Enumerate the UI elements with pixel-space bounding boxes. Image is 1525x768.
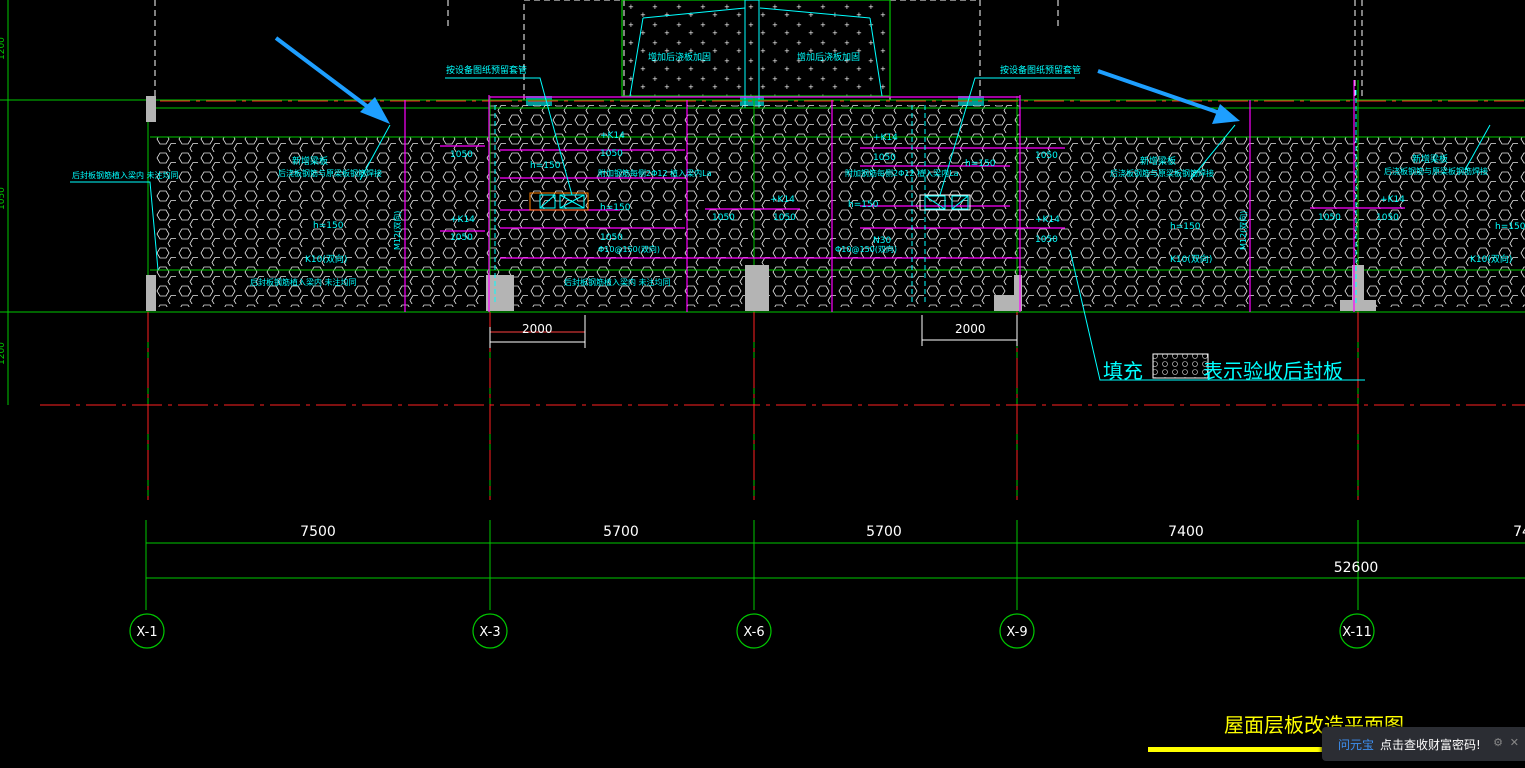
- axis-label-1: X-1: [136, 625, 157, 640]
- label-k14-c: +K14: [770, 195, 795, 205]
- label-k14-d: +K14: [873, 133, 898, 143]
- dimension-lines: [145, 315, 1525, 610]
- note-top-right-pipe: 按设备图纸预留套管: [1000, 64, 1081, 76]
- label-h150-c4: h=150: [965, 159, 996, 169]
- openings: [529, 192, 971, 211]
- legend-text-fill: 填充: [1103, 359, 1143, 383]
- notification-banner[interactable]: 问元宝 点击查收财富密码! ⚙ ✕: [1322, 727, 1525, 761]
- note-right-bar: 新增梁板: [1140, 155, 1176, 167]
- left-margin-label-3: 1200: [0, 342, 7, 365]
- red-axis-lines: [40, 100, 1525, 500]
- notification-message[interactable]: 点击查收财富密码!: [1380, 737, 1481, 752]
- note-bottom-center: 后封板钢筋植入梁内 未注均同: [564, 277, 671, 287]
- label-k10-left: K10(双向): [305, 253, 347, 265]
- label-1050-a: 1050: [450, 150, 473, 160]
- note-top-center-right: 增加后浇板加固: [797, 51, 860, 63]
- annotation-arrows: [274, 36, 1240, 124]
- label-1050-h: 1050: [1035, 151, 1058, 161]
- note-right-bar2: 后浇板钢筋与原梁板钢筋焊接: [1110, 168, 1214, 178]
- label-1050-k: 1050: [1376, 213, 1399, 223]
- label-k10-right: K10(双向): [1170, 253, 1212, 265]
- axis-label-4: X-9: [1006, 625, 1027, 640]
- label-1050-i: 1050: [1035, 235, 1058, 245]
- bay-dim-4: 7400: [1168, 524, 1204, 540]
- label-1050-d: 1050: [600, 233, 623, 243]
- label-k14-e: +K14: [1035, 215, 1060, 225]
- note-top-center-left: 增加后浇板加固: [648, 51, 711, 63]
- note-left-bar2: 后浇板钢筋与原梁板钢筋焊接: [278, 168, 382, 178]
- columns: [146, 96, 1376, 311]
- label-h150-left: h=150: [313, 221, 344, 231]
- label-1050-b: 1050: [450, 233, 473, 243]
- note-far-right: 新增梁板: [1412, 153, 1448, 165]
- slab-hatch-regions: [155, 105, 1525, 307]
- label-m12-right: M12(双向): [1238, 211, 1248, 250]
- total-dim: 52600: [1334, 560, 1379, 576]
- label-1050-j: 1050: [1318, 213, 1341, 223]
- label-h150-c1: h=150: [530, 161, 561, 171]
- label-k14-f: +K14: [1380, 195, 1405, 205]
- bay-dim-3: 5700: [866, 524, 902, 540]
- close-icon[interactable]: ✕: [1509, 736, 1519, 749]
- note-left-bar: 新增梁板: [292, 155, 328, 167]
- label-phi10-a: Φ10@150(双向): [598, 244, 660, 254]
- legend-hatch-swatch: [1152, 353, 1209, 379]
- notification-brand[interactable]: 问元宝: [1338, 737, 1375, 752]
- label-1050-e: 1050: [712, 213, 735, 223]
- bay-dim-1: 7500: [300, 524, 336, 540]
- axis-label-5: X-11: [1342, 625, 1372, 640]
- note-bottom-left: 后封板钢筋植入梁内 未注均同: [250, 277, 357, 287]
- axis-label-3: X-6: [743, 625, 764, 640]
- note-left: 后封板钢筋植入梁内 未注均同: [72, 170, 179, 180]
- label-1050-f: 1050: [773, 213, 796, 223]
- top-structures: [154, 0, 1363, 109]
- note-top-left-pipe: 按设备图纸预留套管: [446, 64, 527, 76]
- bay-dim-5: 74: [1513, 524, 1525, 540]
- left-margin-label-1: 1200: [0, 37, 7, 60]
- dim-2000-right: 2000: [955, 322, 986, 336]
- note-far-right2: 后浇板钢筋与原梁板钢筋焊接: [1384, 166, 1488, 176]
- rebar-lines: [404, 80, 1405, 312]
- axis-label-2: X-3: [479, 625, 500, 640]
- label-k10-far: K10(双向): [1470, 253, 1512, 265]
- label-h150-far: h=150: [1495, 222, 1525, 232]
- dim-2000-left: 2000: [522, 322, 553, 336]
- gear-icon[interactable]: ⚙: [1493, 736, 1503, 749]
- title-underline: [1148, 747, 1388, 752]
- label-center-b: 附加钢筋每侧2Φ12 植入梁内La: [845, 168, 959, 178]
- label-k14-a: +K14: [450, 215, 475, 225]
- label-n30: N30: [873, 236, 891, 246]
- label-1050-c: 1050: [600, 149, 623, 159]
- label-k14-b: +K14: [600, 131, 625, 141]
- label-h150-c3: h=150: [848, 200, 879, 210]
- label-phi10-b: Φ10@150(双向): [835, 244, 897, 254]
- label-m12-left: M12(双向): [392, 211, 402, 250]
- label-center-a: 附加钢筋每侧2Φ12 植入梁内La: [598, 168, 712, 178]
- label-h150-c2: h=150: [600, 203, 631, 213]
- legend-text-desc: 表示验收后封板: [1203, 359, 1343, 383]
- label-h150-right: h=150: [1170, 222, 1201, 232]
- leader-lines: [70, 77, 1491, 381]
- label-1050-g: 1050: [873, 153, 896, 163]
- left-margin-label-2: 1050: [0, 187, 7, 210]
- axis-bubbles: [129, 613, 1375, 649]
- bay-dim-2: 5700: [603, 524, 639, 540]
